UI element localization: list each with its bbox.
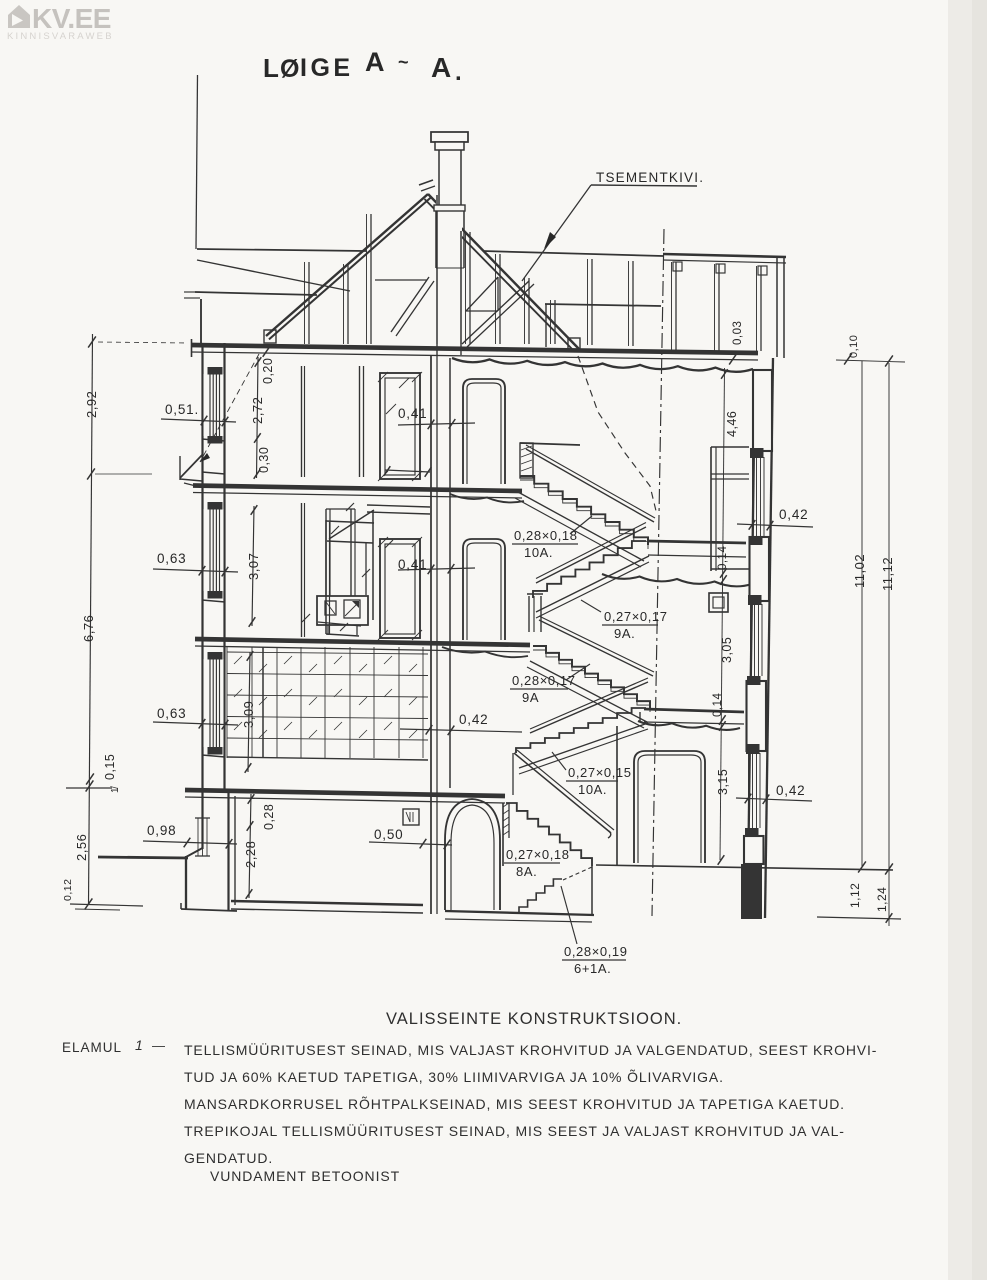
svg-text:TREPIKOJAL TELLISMÜÜRITUSEST S: TREPIKOJAL TELLISMÜÜRITUSEST SEINAD, MIS…	[184, 1122, 845, 1139]
svg-text:—: —	[152, 1038, 166, 1053]
svg-text:1,12: 1,12	[848, 883, 862, 908]
svg-text:11,02: 11,02	[852, 554, 867, 588]
svg-text:1: 1	[135, 1037, 143, 1053]
svg-text:9А: 9А	[522, 690, 539, 705]
svg-text:2,56: 2,56	[74, 834, 89, 861]
svg-text:~: ~	[398, 52, 409, 72]
svg-text:.: .	[455, 59, 462, 86]
svg-text:TSEMENTKIVI.: TSEMENTKIVI.	[596, 170, 704, 185]
svg-text:6+1А.: 6+1А.	[574, 961, 611, 976]
svg-text:1,24: 1,24	[875, 887, 889, 912]
svg-text:2,72: 2,72	[250, 397, 265, 424]
svg-text:0,27×0,15: 0,27×0,15	[568, 765, 632, 780]
svg-text:0,03: 0,03	[732, 321, 744, 345]
svg-text:0,28×0,18: 0,28×0,18	[514, 528, 578, 543]
svg-text:3,05: 3,05	[720, 637, 734, 663]
svg-text:VUNDAMENT BETOONIST: VUNDAMENT BETOONIST	[210, 1168, 400, 1184]
svg-text:3,07: 3,07	[246, 553, 261, 580]
svg-text:Ø: Ø	[280, 55, 302, 83]
svg-text:0,41: 0,41	[398, 557, 427, 572]
svg-text:0,28×0,17: 0,28×0,17	[512, 673, 576, 688]
svg-text:A: A	[431, 52, 452, 83]
svg-text:TELLISMÜÜRITUSEST SEINAD, MIS: TELLISMÜÜRITUSEST SEINAD, MIS VALJAST KR…	[184, 1041, 877, 1058]
svg-text:MANSARDKORRUSEL RÕHTPALKSEINAD: MANSARDKORRUSEL RÕHTPALKSEINAD, MIS SEES…	[184, 1096, 845, 1112]
svg-text:1̸: 1̸	[109, 785, 121, 793]
svg-text:0,27×0,18: 0,27×0,18	[506, 847, 570, 862]
svg-text:0,42: 0,42	[459, 712, 488, 727]
svg-text:0,15: 0,15	[103, 754, 117, 780]
svg-text:0,14: 0,14	[712, 693, 724, 717]
svg-text:0,42: 0,42	[776, 783, 805, 798]
svg-text:0,20: 0,20	[261, 358, 275, 384]
svg-text:0,63: 0,63	[157, 551, 186, 566]
svg-text:L: L	[263, 53, 282, 83]
svg-text:3,15: 3,15	[716, 769, 730, 795]
svg-text:2,28: 2,28	[243, 841, 258, 868]
svg-text:10А.: 10А.	[524, 545, 553, 560]
svg-text:9А.: 9А.	[614, 626, 635, 641]
svg-text:VALISSEINTE KONSTRUKTSIOON.: VALISSEINTE KONSTRUKTSIOON.	[386, 1010, 682, 1028]
svg-text:IGE: IGE	[300, 54, 354, 82]
svg-text:0,50: 0,50	[374, 827, 403, 842]
svg-text:0,51.: 0,51.	[165, 402, 199, 417]
svg-text:KINNISVARAWEB: KINNISVARAWEB	[7, 31, 114, 42]
svg-text:11,12: 11,12	[880, 557, 895, 591]
svg-text:0,42: 0,42	[779, 507, 808, 522]
svg-text:6,76: 6,76	[81, 615, 96, 642]
svg-text:0,30: 0,30	[257, 447, 271, 473]
svg-text:0,27×0,17: 0,27×0,17	[604, 609, 668, 624]
svg-text:3,09: 3,09	[241, 701, 256, 728]
svg-text:0,63: 0,63	[157, 706, 186, 721]
svg-text:0,98: 0,98	[147, 823, 176, 838]
svg-text:0,12: 0,12	[62, 879, 74, 901]
svg-text:ELAMUL: ELAMUL	[62, 1040, 122, 1055]
svg-text:KV.EE: KV.EE	[32, 3, 111, 34]
svg-text:10А.: 10А.	[578, 782, 607, 797]
svg-text:GENDATUD.: GENDATUD.	[184, 1150, 273, 1166]
svg-text:0,28: 0,28	[262, 804, 276, 830]
svg-text:8А.: 8А.	[516, 864, 537, 879]
svg-text:TUD JA 60% KAETUD TAPETIGA, 30: TUD JA 60% KAETUD TAPETIGA, 30% LIIMIVAR…	[184, 1069, 724, 1085]
svg-text:0,41: 0,41	[398, 406, 427, 421]
svg-text:2,92: 2,92	[84, 391, 99, 418]
svg-text:0,10: 0,10	[848, 335, 860, 358]
svg-text:0,28×0,19: 0,28×0,19	[564, 944, 628, 959]
svg-text:A: A	[365, 47, 385, 77]
svg-text:4,46: 4,46	[725, 411, 739, 437]
svg-text:0,14: 0,14	[717, 546, 729, 570]
